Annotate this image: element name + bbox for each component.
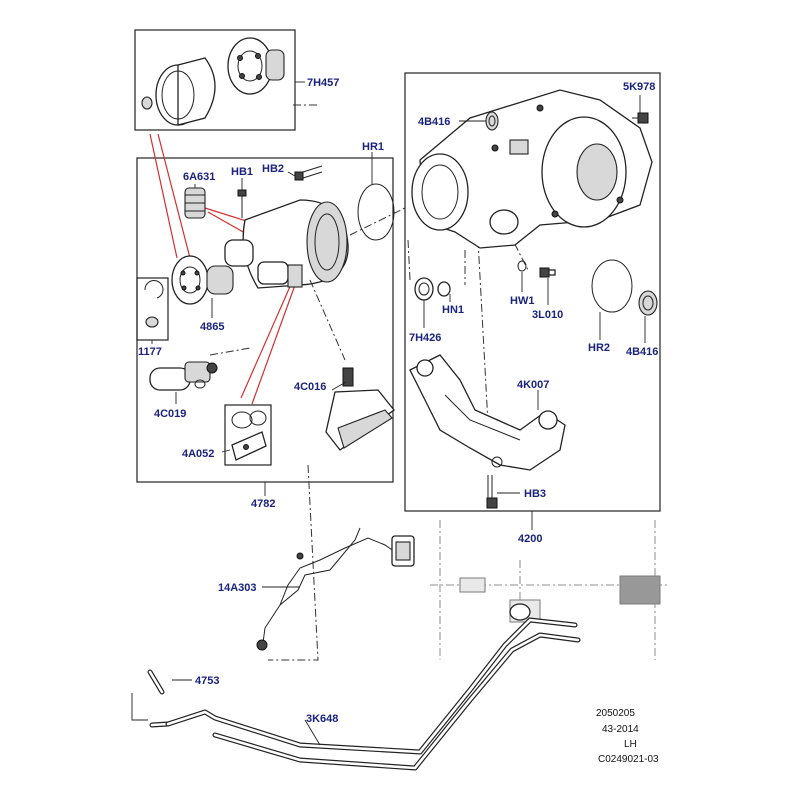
callout-4865: 4865	[200, 321, 224, 333]
callout-1177: 1177	[138, 346, 162, 358]
callout-HN1: HN1	[442, 304, 464, 316]
footer-diagram-id: C0249021-03	[598, 754, 659, 765]
footer-side: LH	[624, 739, 637, 750]
group-frame-4200	[404, 72, 661, 512]
bolt-part-HB2	[294, 165, 323, 181]
callout-3L010: 3L010	[532, 309, 563, 321]
breather-pipe-4753	[131, 669, 171, 728]
plug-part-3L010	[539, 267, 556, 278]
bracket-part-4K007	[409, 354, 566, 471]
callout-4B416-right: 4B416	[626, 346, 658, 358]
washer-part-HW1	[517, 260, 527, 272]
callout-HB2: HB2	[262, 163, 284, 175]
sensor-part-4C016	[325, 367, 395, 451]
callout-HB1: HB1	[231, 166, 253, 178]
callout-4K007: 4K007	[517, 379, 549, 391]
callout-4753: 4753	[195, 675, 219, 687]
callout-HR2: HR2	[588, 342, 610, 354]
callout-4C016: 4C016	[294, 381, 326, 393]
detail-frame-7H457	[134, 29, 296, 131]
hub-part-4865	[171, 255, 234, 305]
callout-4A052: 4A052	[182, 448, 214, 460]
coupling-hub-part	[227, 37, 285, 95]
filter-part-6A631	[184, 187, 206, 219]
breather-part-5K978	[632, 112, 649, 124]
footer-year-range: 43-2014	[602, 724, 639, 735]
label-leader-lines	[151, 81, 646, 746]
bolt-part-HB1	[237, 189, 247, 218]
callout-6A631: 6A631	[183, 171, 215, 183]
circlip-part-1177	[136, 277, 169, 341]
callout-7H426: 7H426	[409, 332, 441, 344]
rear-diff-housing	[411, 89, 653, 249]
motor-part-4C019	[149, 361, 218, 391]
vehicle-axle-overview	[430, 520, 670, 660]
o-ring-part-HR2	[591, 259, 633, 313]
callout-7H457: 7H457	[307, 77, 339, 89]
callout-5K978: 5K978	[623, 81, 655, 93]
callout-HB3: HB3	[524, 488, 546, 500]
bolt-part-HB3	[486, 475, 498, 509]
nut-part-HN1	[437, 281, 451, 297]
callout-HW1: HW1	[510, 295, 534, 307]
seal-part-7H426	[414, 277, 434, 301]
callout-4C019: 4C019	[154, 408, 186, 420]
callout-4B416-top: 4B416	[418, 116, 450, 128]
red-leader-lines	[149, 133, 296, 405]
harness-part-14A303	[256, 527, 415, 651]
callout-4200: 4200	[518, 533, 542, 545]
footer-date-code: 2050205	[596, 708, 635, 719]
breather-pipe-3K648	[165, 603, 581, 771]
coupling-unit-body	[224, 199, 349, 289]
seal-part-4B416-top	[485, 111, 499, 131]
callout-HR1: HR1	[362, 141, 384, 153]
coupling-sleeve-part	[141, 57, 216, 126]
callout-14A303: 14A303	[218, 582, 257, 594]
seal-part-4B416-right	[638, 290, 658, 316]
callout-3K648: 3K648	[306, 713, 338, 725]
callout-4782: 4782	[251, 498, 275, 510]
gasket-part-4A052	[224, 404, 272, 466]
o-ring-part-HR1	[357, 183, 395, 241]
